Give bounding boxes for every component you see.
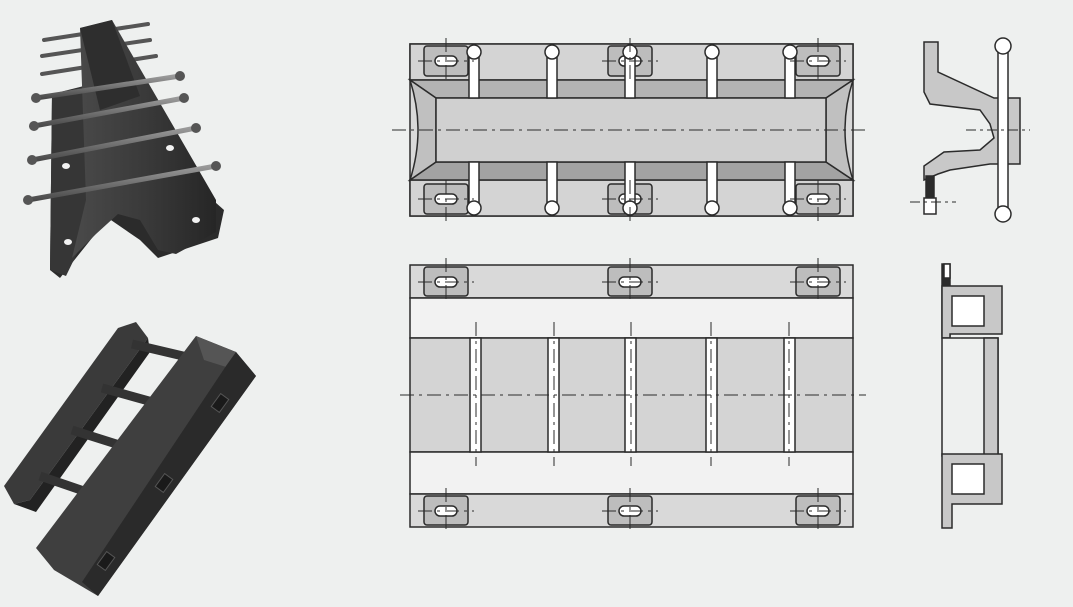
side-anchor-head-bottom (994, 205, 1012, 223)
side-bolt-washer (923, 197, 937, 215)
side-bottom-upper-window (951, 295, 985, 327)
front-view-right-end (825, 78, 855, 182)
photo-fender-with-frame (4, 322, 256, 596)
photo-fender-with-anchors (23, 20, 224, 278)
front-view-centerlines (392, 38, 866, 222)
anchor-rods-front (25, 73, 219, 203)
back-view-centerlines (400, 258, 866, 534)
front-view-anchor-studs (466, 44, 798, 216)
photo-bolt-holes (62, 145, 200, 245)
anchor-rod-heads (23, 71, 221, 205)
side-bolt-insert (925, 175, 935, 201)
frame-left-rail (4, 322, 148, 504)
side-section-centerlines (910, 129, 1030, 203)
frame-left-rail-shadow (14, 338, 150, 512)
side-bottom-spine (983, 337, 999, 457)
frame-fender-side (82, 352, 256, 596)
side-bottom-lower-window (951, 463, 985, 495)
frame-bolt-slots (96, 392, 230, 572)
side-anchor-head-top (994, 37, 1012, 55)
side-section-profile (923, 41, 1021, 182)
side-view-bottom (941, 263, 1003, 529)
frame-fender-body (36, 336, 256, 596)
side-bottom-washer (943, 263, 951, 279)
